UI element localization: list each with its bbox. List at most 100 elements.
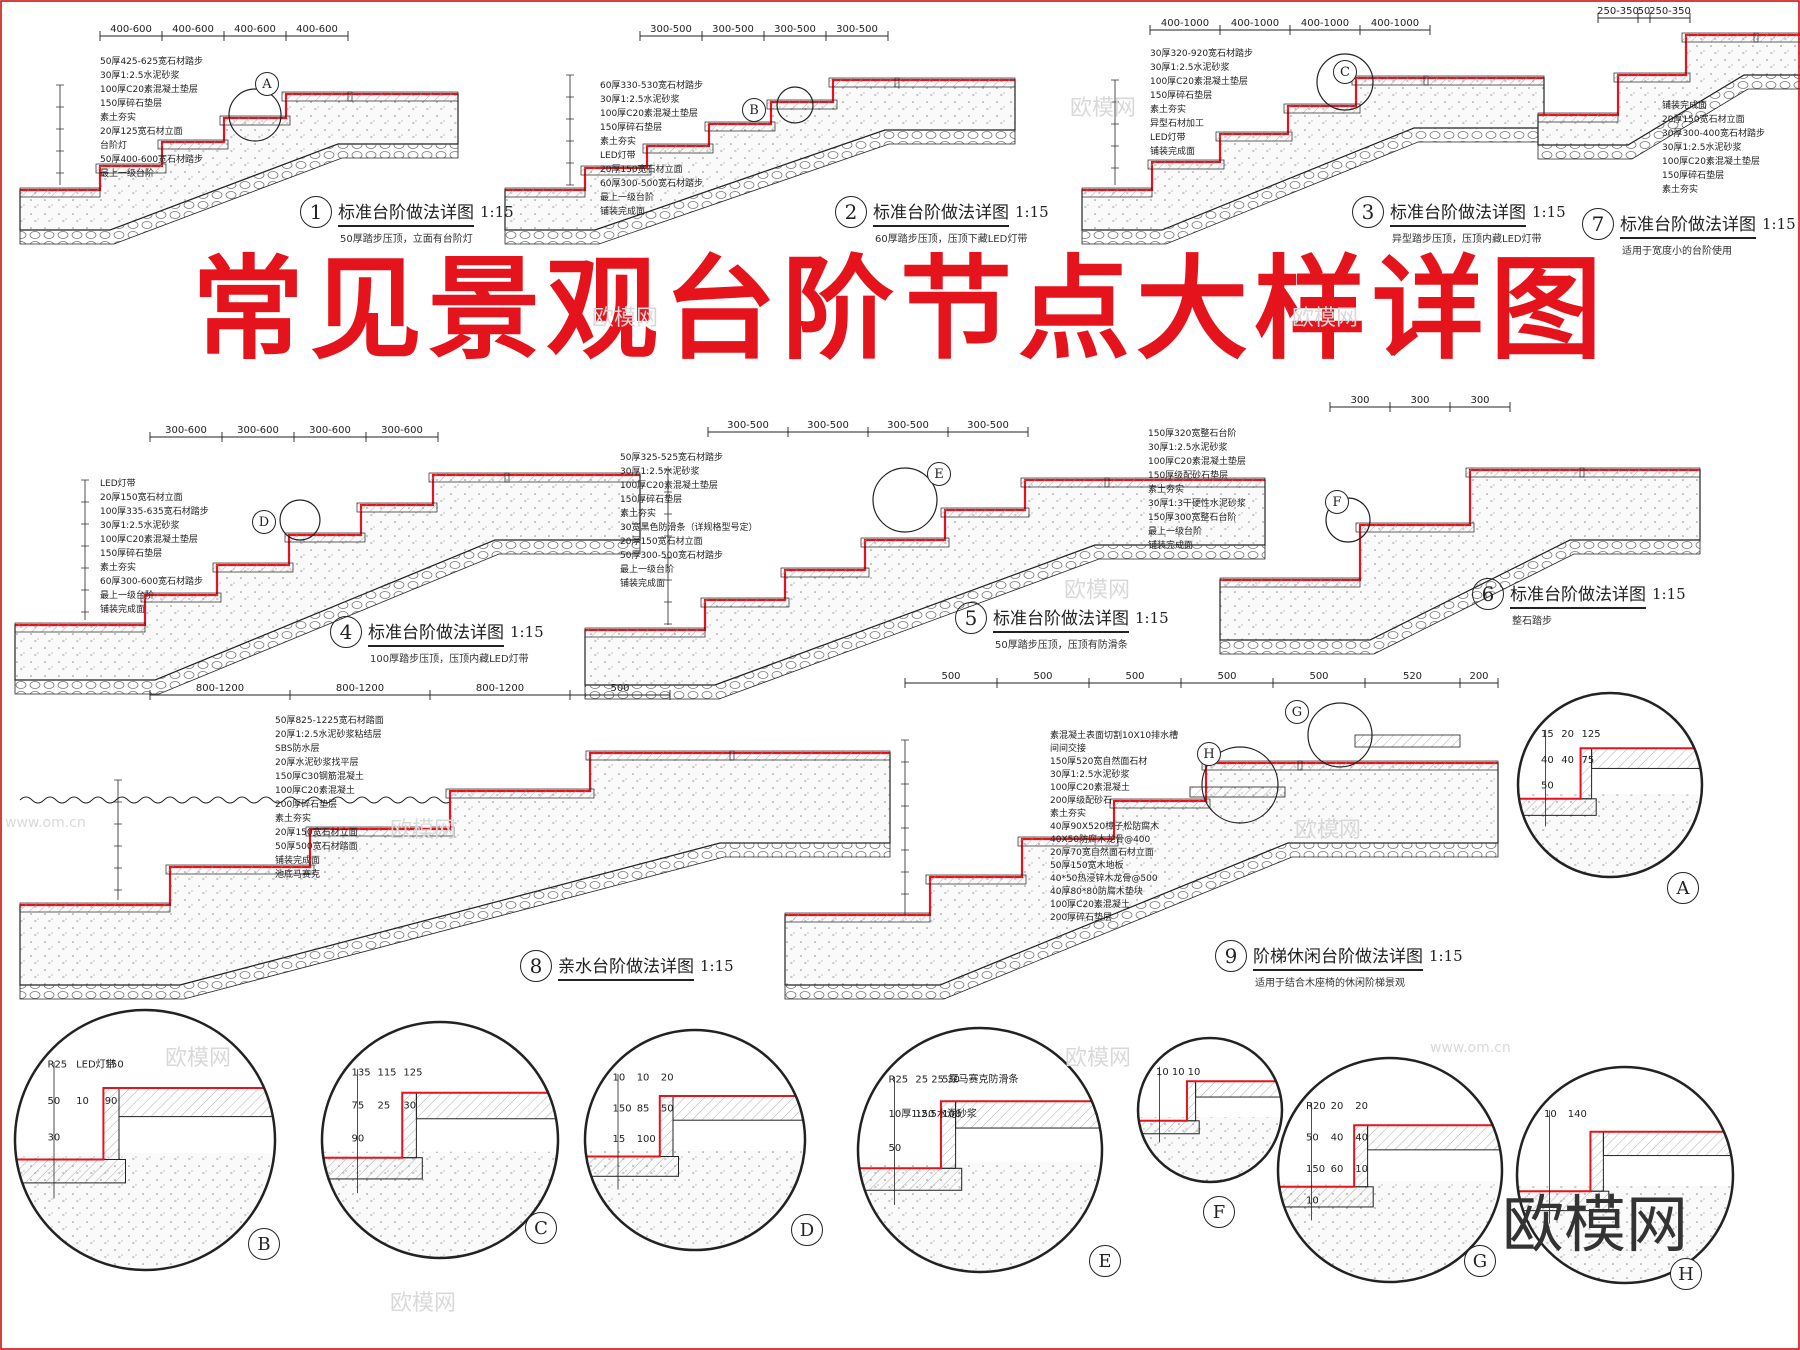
detail-6-layer-label: 30厚1:3干硬性水泥砂浆 (1148, 499, 1246, 509)
dim-text: 500 (941, 671, 960, 682)
zoom-dimension-label: 25 (377, 1100, 390, 1111)
zoom-finish-line (1138, 1080, 1282, 1122)
main-title: 常见景观台阶节点大样详图 (192, 245, 1608, 375)
detail-2-layer-label: 素土夯实 (600, 137, 637, 147)
detail-3-layer-label: LED灯带 (1150, 133, 1186, 143)
detail-6-layer-label: 150厚级配砂石垫层 (1148, 471, 1229, 481)
dim-text: 500 (1217, 671, 1236, 682)
detail-9-layer-label: 200厚级配砂石 (1050, 796, 1113, 806)
detail-6-layer-label: 铺装完成面 (1148, 541, 1194, 551)
detail-4-layer-label: 铺装完成面 (100, 605, 146, 615)
detail-title: 标准台阶做法详图 (873, 198, 1009, 227)
tread-stone (165, 864, 315, 875)
watermark-url: www.om.cn (5, 815, 86, 831)
detail-number: 7 (1582, 208, 1614, 240)
detail-5-layer-label: 30宽黑色防滑条（详规格型号定） (620, 523, 758, 533)
gravel-layer (1219, 539, 1701, 655)
tread-stone (281, 91, 353, 102)
zoom-dimension-label: 100 (942, 1109, 961, 1120)
detail-3-layer-label: 100厚C20素混凝土垫层 (1150, 77, 1248, 87)
paving-layer (1537, 112, 1619, 123)
dim-text: 200 (1469, 671, 1488, 682)
tread-stone (704, 121, 776, 132)
dim-text: 500 (1033, 671, 1052, 682)
detail-subtitle: 适用于宽度小的台阶使用 (1622, 246, 1732, 257)
detail-6-layer-label: 150厚300宽整石台阶 (1148, 513, 1237, 523)
detail-8-layer-label: 50厚825-1225宽石材踏面 (275, 716, 384, 726)
tread-stone (305, 826, 455, 837)
detail-5-layer-label: 素土夯实 (620, 509, 657, 519)
zoom-dimension-label: 50 (661, 1103, 674, 1114)
detail-subtitle: 整石踏步 (1512, 616, 1552, 627)
zoom-dimension-label: 15 (613, 1134, 626, 1145)
tread-stone (1355, 522, 1475, 533)
detail-scale: 1:15 (510, 623, 544, 641)
paving-layer (504, 187, 586, 198)
zoom-tread-stone (672, 1095, 805, 1121)
paving-layer (1753, 32, 1800, 43)
detail-9-layer-label: 40X50防腐木龙骨@400 (1050, 835, 1151, 845)
detail-6-layer-label: 最上一级台阶 (1148, 527, 1203, 537)
detail-title: 标准台阶做法详图 (338, 198, 474, 227)
zoom-dimension-label: 125 (1581, 729, 1600, 740)
detail-5-layer-label: 50厚300-500宽石材踏步 (620, 551, 724, 561)
paving-layer (14, 622, 146, 633)
zoom-dimension-label: 50 (1306, 1133, 1319, 1144)
zoom-circle-border (1515, 1065, 1735, 1285)
dim-text: 300-500 (836, 24, 878, 35)
tread-stone (140, 592, 222, 603)
detail-callout-circle (1307, 702, 1373, 768)
zoom-dimension-label: 5厚马赛克防滑条 (942, 1073, 1018, 1086)
zoom-detail-letter: B (248, 1228, 280, 1260)
gravel-layer (19, 143, 459, 245)
dim-text: 400-1000 (1301, 18, 1349, 29)
zoom-dimension-label: 50 (889, 1143, 902, 1154)
paving-layer (1219, 577, 1361, 588)
detail-1-layer-label: 素土夯实 (100, 113, 137, 123)
detail-subtitle: 异型踏步压顶，压顶内藏LED灯带 (1392, 234, 1542, 245)
detail-7-layer-label: 150厚碎石垫层 (1662, 171, 1725, 181)
dim-text: 500 (1309, 671, 1328, 682)
zoom-dimension-label: 25 25 30 (915, 1075, 960, 1086)
detail-5-layer-label: 30厚1:2.5水泥砂浆 (620, 467, 700, 477)
zoom-tread-stone (1367, 1124, 1502, 1151)
dim-text: 300-600 (165, 425, 207, 436)
paving-layer (1104, 477, 1266, 488)
zoom-lower-tread (858, 1167, 963, 1191)
tread-stone (445, 788, 595, 799)
detail-callout-letter: H (1197, 742, 1221, 766)
detail-3-layer-label: 铺装完成面 (1150, 147, 1196, 157)
dim-text: 250-350 (1649, 6, 1691, 17)
zoom-dimension-label: 30 (48, 1132, 61, 1143)
dim-text: 300-500 (727, 420, 769, 431)
detail-subtitle: 50厚踏步压顶，压顶有防滑条 (995, 640, 1128, 651)
detail-callout-circle (872, 467, 938, 533)
zoom-finish-line (585, 1095, 805, 1158)
detail-number: 8 (520, 950, 552, 982)
tread-stone (1613, 72, 1691, 83)
tread-stone (212, 562, 294, 573)
tread-stone (1017, 836, 1119, 847)
paving-layer (784, 912, 931, 923)
zoom-circle-border (1516, 691, 1704, 879)
paving-layer (894, 77, 1016, 88)
detail-9-layer-label: 100厚C20素混凝土 (1050, 900, 1130, 910)
watermark: 欧模网 (1070, 96, 1137, 121)
detail-title: 标准台阶做法详图 (993, 604, 1129, 633)
tread-stone (219, 115, 291, 126)
detail-subtitle: 50厚踏步压顶，立面有台阶灯 (340, 234, 473, 245)
zoom-riser-stone (1186, 1080, 1197, 1122)
zoom-finish-line (322, 1091, 558, 1159)
zoom-lower-tread (585, 1156, 679, 1177)
detail-7-layer-label: 素土夯实 (1662, 185, 1699, 195)
zoom-detail-letter: D (791, 1214, 823, 1246)
detail-2-layer-label: 最上一级台阶 (600, 193, 655, 203)
